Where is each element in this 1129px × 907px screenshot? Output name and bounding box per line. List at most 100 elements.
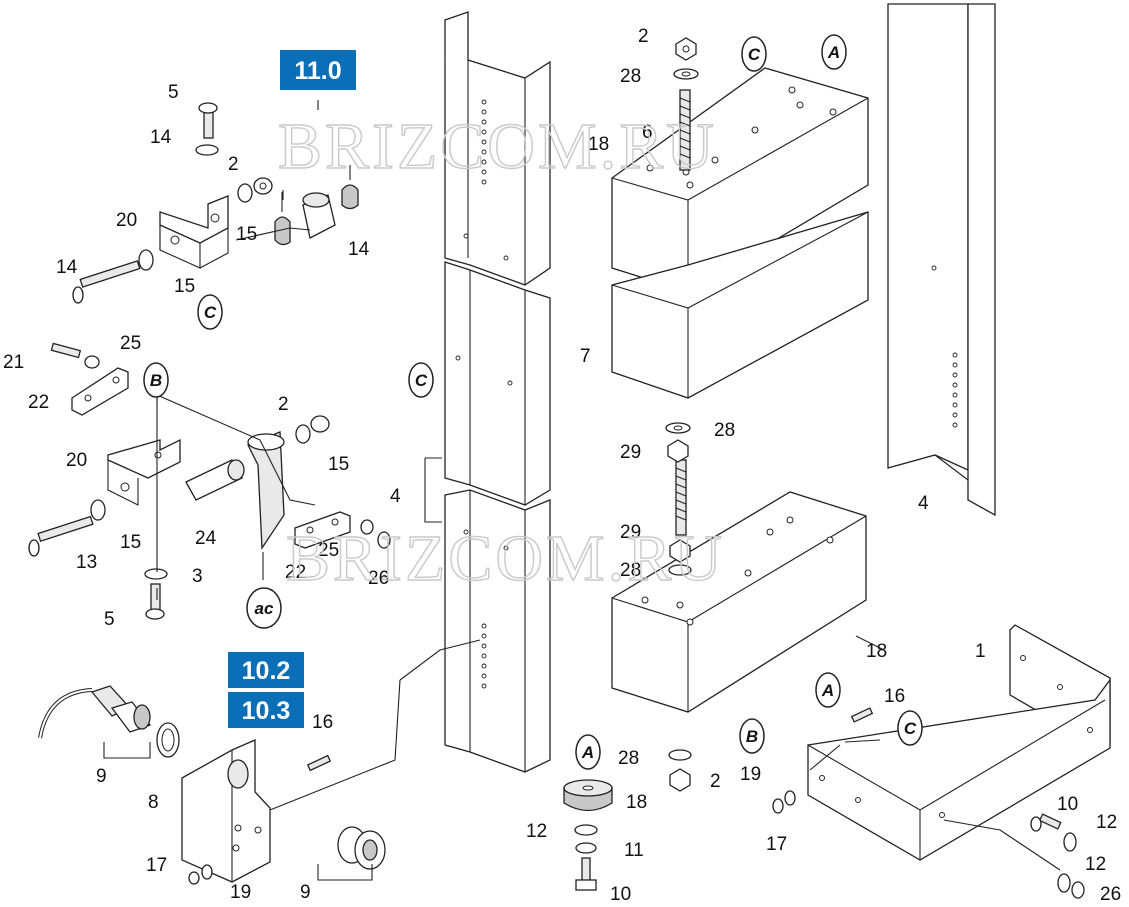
label-15: 15	[236, 224, 257, 245]
part-labels: 5 14 2 20 15 14 14 15 21 25 22 2 15 20 1…	[3, 26, 1121, 905]
nut-29-lower	[669, 539, 691, 563]
label-8: 8	[148, 792, 159, 813]
label-5: 5	[168, 82, 179, 103]
label-22: 21	[3, 352, 24, 373]
label-9: 9	[96, 766, 107, 787]
label-28: 28	[618, 748, 639, 769]
cable-eye-right	[341, 165, 359, 210]
ref-a-foot: A	[575, 734, 601, 770]
label-15: 15	[120, 532, 141, 553]
bolt-22	[50, 342, 82, 359]
nut-29	[667, 439, 689, 463]
ref-c-bracket: C	[897, 710, 923, 746]
leader-lines	[103, 100, 1061, 881]
ref-b-mid-left: B	[143, 362, 169, 398]
sleeve-25	[185, 459, 245, 501]
label-4: 4	[390, 486, 401, 507]
svg-text:A: A	[581, 743, 594, 762]
svg-text:A: A	[827, 43, 840, 62]
column-lower	[444, 489, 551, 773]
svg-text:A: A	[821, 681, 834, 700]
nut-2-top	[675, 37, 697, 61]
lock-washer-14-top	[195, 144, 219, 156]
label-1: 1	[975, 641, 986, 662]
label-12: 12	[1096, 812, 1117, 833]
svg-text:B: B	[746, 727, 758, 746]
label-28: 28	[620, 66, 641, 87]
label-26: 26	[368, 568, 389, 589]
bracket-20-top	[159, 195, 229, 269]
label-26: 26	[1100, 884, 1121, 905]
label-2: 2	[228, 154, 239, 175]
label-16: 16	[312, 712, 333, 733]
washer-21-right	[784, 790, 796, 806]
svg-text:B: B	[150, 371, 162, 390]
ref-c-top-left: C	[197, 294, 223, 330]
svg-text:10.2: 10.2	[242, 657, 291, 685]
ref-c-column: C	[408, 362, 434, 398]
nut-2-bottom	[669, 768, 691, 792]
nut-17-right	[772, 798, 784, 814]
label-29: 29	[620, 442, 641, 463]
label-2: 2	[278, 394, 289, 415]
ref-a-block: A	[815, 672, 841, 708]
column-upper	[444, 11, 551, 286]
label-2: 2	[710, 771, 721, 792]
bracket-20-mid	[107, 438, 181, 506]
section-badge-11-0: 11.0	[280, 50, 356, 90]
nut-17-left	[188, 871, 200, 885]
svg-text:BRIZCOM.RU: BRIZCOM.RU	[286, 522, 725, 595]
label-16: 16	[884, 686, 905, 707]
label-18: 18	[626, 792, 647, 813]
washer-15-top	[237, 183, 253, 203]
weight-block-upper	[611, 67, 869, 293]
washer-28-top	[673, 68, 699, 80]
washer-9-top	[156, 722, 180, 758]
label-20: 20	[66, 450, 87, 471]
label-15: 15	[174, 276, 195, 297]
label-14: 14	[150, 127, 172, 148]
bolt-16-right	[850, 707, 874, 723]
hinge-strap	[247, 431, 285, 551]
threaded-rod-6	[679, 89, 691, 171]
washer-27-top	[84, 355, 100, 369]
bolt-10-foot	[575, 857, 597, 891]
label-3: 3	[192, 566, 203, 587]
label-6: 6	[642, 122, 653, 143]
svg-text:BRIZCOM.RU: BRIZCOM.RU	[278, 110, 717, 183]
foot-18	[563, 779, 613, 812]
bolt-14-long	[72, 260, 141, 304]
svg-text:C: C	[415, 371, 428, 390]
plate-24-mid	[294, 511, 351, 549]
washer-15-left	[138, 249, 154, 271]
washer-21-left	[201, 864, 213, 880]
washer-12-foot	[574, 824, 598, 836]
bracket-1	[807, 624, 1111, 861]
washer-28-mid	[665, 422, 691, 434]
sensor-cable	[38, 688, 93, 739]
watermark: BRIZCOM.RU BRIZCOM.RU	[277, 109, 725, 595]
label-21: 19	[230, 882, 251, 903]
label-14: 14	[348, 239, 370, 260]
bolt-5-top	[198, 102, 218, 139]
label-19: 18	[866, 641, 887, 662]
washer-27-mid	[360, 519, 374, 535]
svg-text:C: C	[904, 719, 917, 738]
washer-12-right-a	[1063, 832, 1077, 852]
washer-28-bottom	[668, 749, 692, 761]
bolt-16-left	[306, 754, 332, 772]
washer-11-foot	[575, 842, 597, 854]
washer-12-right-b	[1057, 873, 1071, 893]
label-20: 20	[116, 210, 137, 231]
label-5: 5	[104, 609, 115, 630]
label-17: 17	[766, 834, 787, 855]
label-15: 15	[328, 454, 349, 475]
label-10: 10	[1057, 794, 1078, 815]
sensor-bracket-8	[181, 739, 271, 883]
svg-text:ac: ac	[255, 599, 274, 618]
bolt-13	[28, 515, 94, 557]
label-10: 10	[610, 884, 631, 905]
label-12: 12	[526, 821, 547, 842]
column-middle	[444, 261, 551, 506]
